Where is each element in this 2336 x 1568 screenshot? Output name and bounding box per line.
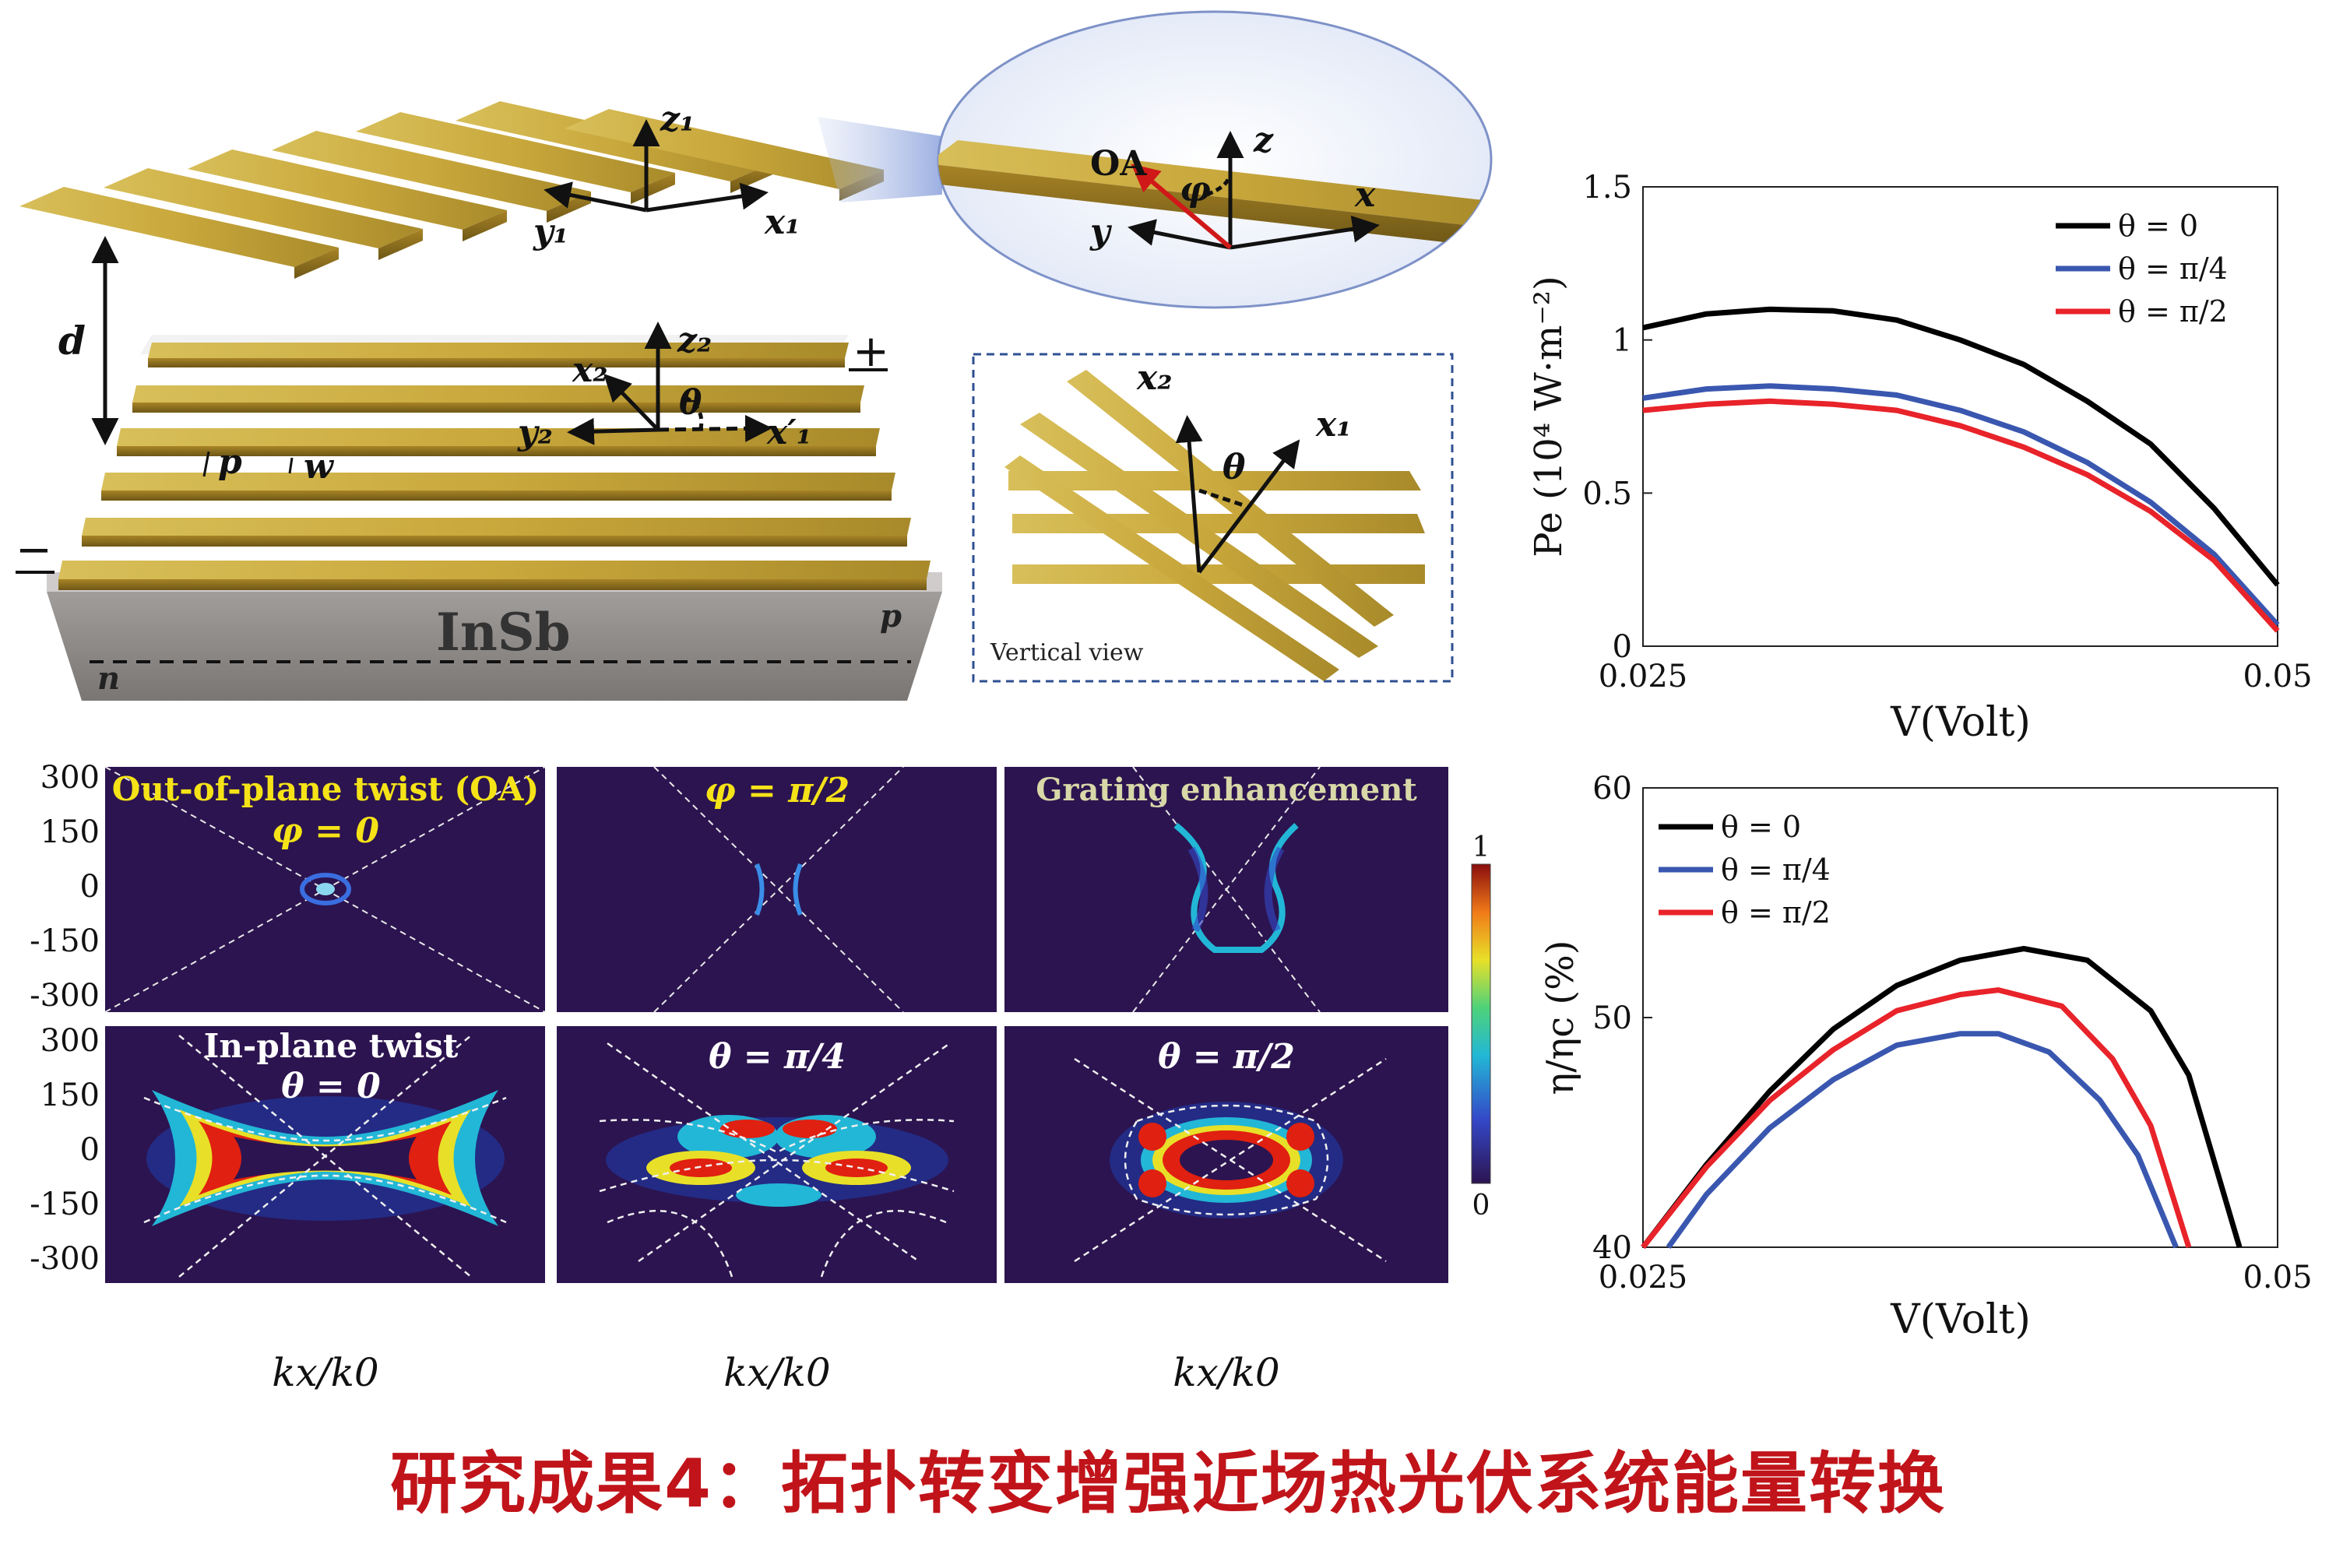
map-xlabel-1: kx/k0 — [272, 1350, 378, 1395]
map1-subtitle: φ = 0 — [272, 811, 379, 851]
gap-d-label: d — [58, 318, 86, 364]
zoom-beam — [818, 117, 942, 202]
ytick-top-150: 150 — [40, 814, 100, 850]
power-chart: 0 0.5 1 1.5 0.025 0.05 θ = 0 θ = π/4 θ = π/2 V(… — [1527, 170, 2313, 746]
upper-axes — [544, 119, 769, 213]
ytick-bot-150: 150 — [40, 1078, 100, 1113]
ytick-bot-300: 300 — [40, 1023, 100, 1059]
x1-prime-label: x′₁ — [766, 413, 811, 452]
efficiency-legend-label-1: θ = π/4 — [1721, 853, 1831, 887]
power-ytick-label: 0.5 — [1582, 476, 1632, 512]
oa-label: OA — [1090, 144, 1147, 184]
figure-caption: 研究成果4：拓扑转变增强近场热光伏系统能量转换 — [390, 1445, 1946, 1523]
period-p-label: p — [218, 442, 242, 482]
minus-terminal: − — [16, 525, 52, 575]
map5-title: θ = π/4 — [709, 1037, 846, 1077]
efficiency-xtick-label: 0.025 — [1599, 1260, 1688, 1296]
zoom-y-label: y — [1089, 212, 1113, 251]
efficiency-xlabel: V(Volt) — [1890, 1296, 2031, 1343]
power-ylabel: Pe (10⁴ W·m⁻²) — [1527, 276, 1571, 557]
y1-label: y₁ — [533, 212, 568, 251]
power-legend-label-2: θ = π/2 — [2118, 294, 2228, 329]
power-xtick-label: 0.05 — [2243, 659, 2312, 694]
figure-canvas: z₁ x₁ y₁ d — [16, 10, 2313, 1395]
power-ytick-label: 0 — [1613, 629, 1632, 665]
efficiency-legend-label-0: θ = 0 — [1721, 810, 1801, 844]
power-chart-frame — [1642, 186, 2278, 647]
ytick-bot-m300: -300 — [30, 1241, 100, 1277]
map2-title: φ = π/2 — [705, 771, 850, 810]
insb-label: InSb — [436, 602, 571, 663]
efficiency-chart: 40 50 60 0.025 0.05 θ = 0 θ = π/4 θ = π/2 V(Vo… — [1539, 771, 2313, 1343]
power-xlabel: V(Volt) — [1890, 699, 2031, 746]
vertical-view-label: Vertical view — [990, 639, 1144, 666]
power-xtick-label: 0.025 — [1599, 659, 1688, 694]
x2-label: x₂ — [572, 350, 608, 390]
ytick-bot-0: 0 — [80, 1132, 100, 1168]
efficiency-ytick-label: 60 — [1592, 771, 1632, 807]
map-oa-phi0: Out-of-plane twist (OA) φ = 0 — [104, 766, 546, 1013]
z1-label: z₁ — [660, 100, 695, 139]
y2-label: y₂ — [517, 413, 553, 452]
ytick-top-m300: -300 — [30, 978, 100, 1014]
width-w-label: w — [304, 447, 335, 487]
map-theta-pi4: θ = π/4 — [557, 1026, 997, 1283]
vertical-view-inset: x₂ x₁ θ Vertical view — [972, 353, 1454, 683]
lower-grating — [47, 335, 942, 701]
power-ytick-label: 1 — [1613, 323, 1632, 359]
vv-x1-label: x₁ — [1315, 405, 1352, 445]
map-xlabel-3: kx/k0 — [1173, 1350, 1279, 1395]
power-series-line-0 — [1642, 306, 2280, 587]
theta-label: θ — [679, 383, 702, 423]
colorbar-min-label: 0 — [1472, 1190, 1490, 1222]
device-schematic: z₁ x₁ y₁ d — [16, 10, 1493, 701]
ytick-top-m150: -150 — [30, 923, 100, 959]
p-side-label: p — [880, 598, 902, 635]
vv-x2-label: x₂ — [1136, 358, 1173, 398]
efficiency-xtick-label: 0.05 — [2243, 1260, 2312, 1296]
efficiency-ytick-label: 50 — [1592, 1000, 1632, 1036]
map4-title: In-plane twist — [204, 1027, 459, 1065]
efficiency-ytick-label: 40 — [1592, 1230, 1632, 1266]
map4-subtitle: θ = 0 — [281, 1067, 381, 1106]
map1-title: Out-of-plane twist (OA) — [112, 770, 539, 808]
lower-axes — [567, 322, 772, 445]
phi-label: φ — [1180, 170, 1211, 209]
efficiency-series-line-2 — [1641, 987, 2192, 1250]
n-side-label: n — [97, 660, 120, 697]
efficiency-series-line-1 — [1666, 1031, 2179, 1250]
efficiency-ylabel: η/ηc (%) — [1539, 940, 1582, 1095]
colorbar — [1471, 863, 1491, 1184]
efficiency-series-line-0 — [1641, 946, 2243, 1250]
power-series-line-2 — [1642, 398, 2280, 633]
zoom-inset: OA φ z x y — [937, 10, 1493, 309]
power-ytick-label: 1.5 — [1582, 170, 1632, 206]
power-legend-label-0: θ = 0 — [2118, 209, 2198, 243]
map-inplane-theta0: In-plane twist θ = 0 — [105, 1026, 545, 1283]
insb-substrate — [47, 592, 942, 701]
colorbar-max-label: 1 — [1472, 831, 1490, 863]
ytick-bot-m150: -150 — [30, 1187, 100, 1222]
ytick-top-0: 0 — [80, 869, 100, 905]
map-xlabel-2: kx/k0 — [723, 1350, 830, 1395]
zoom-z-label: z — [1253, 121, 1274, 160]
ytick-top-300: 300 — [40, 760, 100, 796]
map3-title: Grating enhancement — [1036, 772, 1417, 808]
power-legend-label-1: θ = π/4 — [2118, 251, 2228, 286]
map-phi-pi2: φ = π/2 — [557, 766, 997, 1013]
map-grating: Grating enhancement — [1004, 766, 1448, 1013]
zoom-x-label: x — [1354, 175, 1376, 215]
efficiency-legend-label-2: θ = π/2 — [1721, 895, 1831, 930]
dispersion-maps: 300 150 0 -150 -300 300 150 0 -150 -300 … — [30, 760, 1491, 1395]
map6-title: θ = π/2 — [1158, 1037, 1295, 1077]
vv-theta-label: θ — [1223, 448, 1246, 487]
map-theta-pi2: θ = π/2 — [1004, 1026, 1448, 1283]
upper-grating — [19, 101, 884, 279]
x1-label: x₁ — [764, 202, 800, 242]
z2-label: z₂ — [677, 321, 712, 360]
power-series-line-1 — [1642, 383, 2280, 627]
